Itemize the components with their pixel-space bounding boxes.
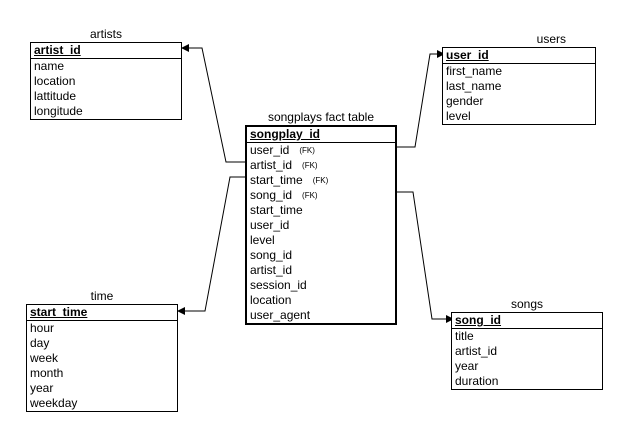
songplays-field: session_id: [247, 278, 395, 293]
time-field: hour: [30, 321, 55, 335]
artists-table-title: artists: [89, 27, 122, 41]
songs-field: artist_id: [455, 344, 498, 358]
fk-tag: (FK): [312, 176, 329, 185]
artists-field: lattitude: [34, 89, 77, 103]
songplays-pk-field: songplay_id: [247, 127, 395, 143]
users-field: first_name: [446, 64, 503, 78]
field-name: artist_id: [250, 158, 293, 172]
time-table-body: start_time hour day week month year week…: [26, 304, 178, 412]
artists-field: location: [34, 74, 76, 88]
users-field: last_name: [446, 79, 502, 93]
time-field: year: [30, 381, 54, 395]
field-name: user_id: [250, 143, 290, 157]
artists-field: name: [34, 59, 65, 73]
songplays-field: start_time (FK): [247, 173, 395, 188]
songplays-field: artist_id: [247, 263, 395, 278]
songplays-field: song_id (FK): [247, 188, 395, 203]
songs-table-body: song_id title artist_id year duration: [451, 312, 603, 390]
songplays-field: start_time: [247, 203, 395, 218]
time-table: time start_time hour day week month year…: [26, 289, 178, 412]
fk-tag: (FK): [299, 146, 315, 155]
songplays-field: artist_id (FK): [247, 158, 395, 173]
link-songplays-songs: [397, 191, 454, 323]
field-name: song_id: [250, 248, 293, 262]
users-table: users user_id first_name last_name gende…: [442, 32, 596, 125]
artists-table-body: artist_id name location lattitude longit…: [30, 42, 182, 120]
fk-tag: (FK): [302, 161, 318, 170]
users-table-title: users: [536, 32, 566, 46]
songs-field: year: [455, 359, 479, 373]
time-table-title: time: [90, 289, 114, 303]
songplays-table-title: songplays fact table: [267, 110, 375, 124]
songplays-field: user_id (FK): [247, 143, 395, 158]
field-name: song_id: [250, 188, 293, 202]
field-name: start_time: [250, 203, 303, 217]
songplays-field: location: [247, 293, 395, 308]
field-name: user_agent: [250, 308, 311, 322]
songplays-field: user_agent: [247, 308, 395, 323]
artists-pk-field: artist_id: [31, 43, 181, 59]
time-field: week: [30, 351, 59, 365]
songplays-field: song_id: [247, 248, 395, 263]
songs-field: duration: [455, 374, 499, 388]
songs-field: title: [455, 329, 474, 343]
artists-table: artists artist_id name location lattitud…: [30, 27, 182, 120]
field-name: artist_id: [250, 263, 293, 277]
users-field: gender: [446, 94, 484, 108]
time-pk-field: start_time: [27, 305, 177, 321]
songs-table-title: songs: [510, 297, 544, 311]
artists-field: longitude: [34, 104, 83, 118]
songs-pk-field: song_id: [452, 313, 602, 329]
songplays-field: user_id: [247, 218, 395, 233]
users-field: level: [446, 109, 471, 123]
songs-table: songs song_id title artist_id year durat…: [451, 297, 603, 390]
time-field: day: [30, 336, 50, 350]
field-name: level: [250, 233, 275, 247]
songplays-table-body: songplay_id user_id (FK) artist_id (FK) st…: [245, 125, 397, 325]
users-table-body: user_id first_name last_name gender leve…: [442, 47, 596, 125]
link-songplays-users: [397, 50, 445, 148]
field-name: session_id: [250, 278, 307, 292]
time-field: month: [30, 366, 64, 380]
time-field: weekday: [30, 396, 78, 410]
field-name: location: [250, 293, 292, 307]
field-name: user_id: [250, 218, 290, 232]
fk-tag: (FK): [302, 191, 318, 200]
songplays-table: songplays fact table songplay_id user_id…: [245, 110, 397, 325]
field-name: start_time: [250, 173, 303, 187]
users-pk-field: user_id: [443, 48, 595, 64]
link-songplays-time: [177, 176, 247, 315]
songplays-field: level: [247, 233, 395, 248]
link-songplays-artists: [181, 44, 247, 163]
